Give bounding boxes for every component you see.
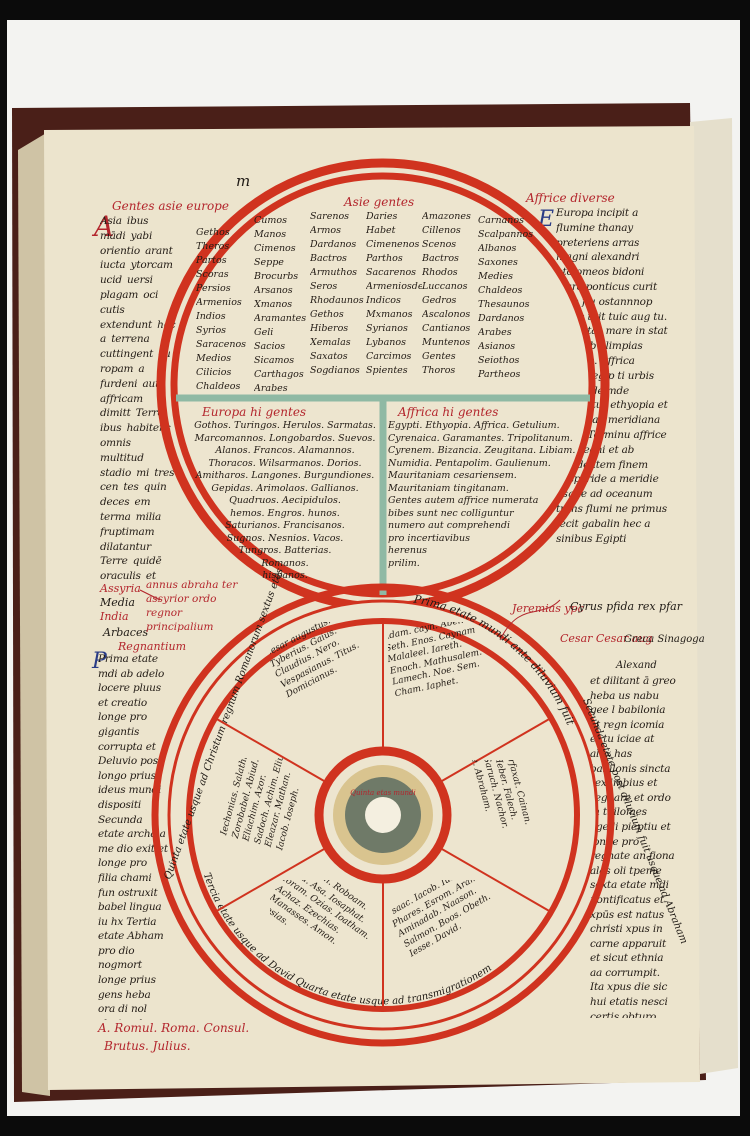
africa-line: Gentes autem affrice numerata <box>388 495 539 506</box>
right-heading: Affrice diverse <box>525 191 615 205</box>
t-o-map: Asie gentes Europa hi gentes Affrica hi … <box>156 158 610 612</box>
africa-line: Cyrenem. Bizancia. Zeugitana. Libiam. <box>388 445 576 456</box>
africa-line: Egypti. Ethyopia. Affrica. Getulium. <box>388 420 560 431</box>
asia-list-6: Carnanos Scalpannos Albanos Saxones Medi… <box>478 215 534 380</box>
map-title-africa: Affrica hi gentes <box>397 405 498 419</box>
africa-list: Egypti. Ethyopia. Affrica. Getulium. Cyr… <box>388 420 576 570</box>
left-column-text-area: Asia ibus mādi yabi orientio arant iucta… <box>100 215 176 583</box>
left-heading: Gentes asie europe <box>112 199 229 213</box>
wheel-sector-5: Iechonias. Salathiel. Zorobabel. Abiud. … <box>219 758 302 852</box>
left-bottom-line-1: A. Romul. Roma. Consul. <box>97 1021 249 1035</box>
right-rubric-alexand: Alexand <box>615 660 657 671</box>
asia-list-4-area: Daries Habet Cimenenos Parthos Sacarenos… <box>366 211 422 376</box>
asia-list-6-area: Carnanos Scalpannos Albanos Saxones Medi… <box>478 215 534 380</box>
left-bottom-line-2: Brutus. Julius. <box>103 1039 191 1053</box>
left-column-body: Asia ibus mādi yabi orientio arant iucta… <box>100 215 176 583</box>
asia-list-3-area: Sarenos Armos Dardanos Bactros Armuthos … <box>310 211 364 376</box>
left-rubric-india: India <box>99 610 129 623</box>
folio-number: m <box>236 172 250 190</box>
left-rubric-assyria: Assyria <box>99 582 141 595</box>
europa-line: hispanos. <box>262 570 308 581</box>
africa-line: numero aut comprehendi <box>388 520 511 531</box>
europa-line: Sugnos. Nesnios. Vacos. <box>226 532 344 544</box>
medallion-text: Quinta etas mundi <box>350 789 416 797</box>
europa-line: Thoracos. Wilsarmanos. Dorios. <box>208 457 362 469</box>
left-page-edge <box>18 132 50 1096</box>
left-initial-p: P <box>91 649 108 674</box>
right-rubric-cesar: Cesar Cesar aug <box>560 632 652 645</box>
wheel-sector-1: Adam. cayn. Abel. Seth. Enos. Caynam Mal… <box>388 622 483 699</box>
asia-list-2: Cumos Manos Cimenos Seppe Brocurbs Arsan… <box>254 215 307 394</box>
left-initial-a: A <box>91 210 114 243</box>
wheel-sector-4: Salomon. Roboam. Abia. Asa. Iosaphat. Io… <box>270 880 372 947</box>
europa-list: Gothos. Turingos. Herulos. Sarmatas. Mar… <box>190 420 380 583</box>
right-page-edge <box>690 118 738 1074</box>
left-tempora-area: annus abraha ter assyrior ordo regnor pr… <box>146 579 238 633</box>
medallion-center <box>365 797 401 833</box>
africa-line: pro incertiavibus <box>388 532 471 544</box>
africa-line: Mauritaniam tingitanam. <box>388 482 509 494</box>
europa-line: Gepidas. Arimolaos. Gallianos. <box>211 482 359 494</box>
sector-1-area: Adam. cayn. Abel. Seth. Enos. Caynam Mal… <box>388 622 483 699</box>
map-title-asia: Asie gentes <box>343 195 414 209</box>
asia-list-4: Daries Habet Cimenenos Parthos Sacarenos… <box>366 211 422 376</box>
sector-4-area: Salomon. Roboam. Abia. Asa. Iosaphat. Io… <box>270 880 372 947</box>
africa-line: bibes sunt nec colliguntur <box>388 507 514 519</box>
europa-line: Marcomannos. Longobardos. Suevos. <box>194 432 376 444</box>
sector-6-area: Cesar augustus. Tyberius. Gaius. Claudiu… <box>270 622 361 701</box>
rubric-flourish <box>499 599 561 641</box>
left-lower-body: Prima etate mdi ab adelo locere pluus et… <box>98 653 168 1020</box>
asia-list-3: Sarenos Armos Dardanos Bactros Armuthos … <box>310 211 364 376</box>
wheel-sector-2: Sem. Arfaxat. Cainan. Sale. Heber. Falec… <box>463 760 533 830</box>
europa-list-area: Gothos. Turingos. Herulos. Sarmatas. Mar… <box>190 420 380 583</box>
africa-line: Cyrenaica. Garamantes. Tripolitanum. <box>388 432 573 444</box>
sector-5-area: Iechonias. Salathiel. Zorobabel. Abiud. … <box>219 758 302 852</box>
asia-list-5-area: Amazones Cillenos Scenos Bactros Rhodos … <box>422 211 471 376</box>
africa-line: Numidia. Pentapolim. Gaulienum. <box>388 457 551 469</box>
europa-line: Alanos. Francos. Alamannos. <box>215 445 355 456</box>
left-rubric-media: Media <box>99 596 135 609</box>
wheel-outer-ring <box>151 583 615 1047</box>
africa-list-area: Egypti. Ethyopia. Affrica. Getulium. Cyr… <box>388 420 576 570</box>
europa-line: hemos. Engros. hunos. <box>230 507 340 519</box>
asia-list-1-area: Gethos Theros Partos Scoras Persios Arme… <box>196 227 247 396</box>
left-rubric-regnantium: Regnantium <box>117 640 186 653</box>
wheel-sector-3: Ysaac. Iacob. Iudas. Phares. Esrom. Aram… <box>392 880 493 960</box>
europa-line: Amitharos. Langones. Burgundiones. <box>195 470 375 481</box>
europa-line: Quadruos. Aecipidulos. <box>229 495 341 506</box>
asia-list-1: Gethos Theros Partos Scoras Persios Arme… <box>196 227 247 396</box>
left-rubric-arbaces: Arbaces <box>102 626 148 639</box>
asia-list-5: Amazones Cillenos Scenos Bactros Rhodos … <box>422 211 471 376</box>
right-rubric-greca: Greca Sinagoga <box>624 634 705 645</box>
map-title-europa: Europa hi gentes <box>201 405 306 419</box>
sector-3-area: Ysaac. Iacob. Iudas. Phares. Esrom. Aram… <box>392 880 493 960</box>
rubric-flourish <box>139 589 161 601</box>
europa-line: Gothos. Turingos. Herulos. Sarmatas. <box>194 420 376 431</box>
europa-line: Romanos. <box>261 557 309 569</box>
africa-line: herenus <box>388 545 428 556</box>
europa-line: Tungros. Batterias. <box>238 545 332 556</box>
africa-line: prilim. <box>388 557 420 569</box>
asia-list-2-area: Cumos Manos Cimenos Seppe Brocurbs Arsan… <box>254 215 307 394</box>
sector-2-area: Sem. Arfaxat. Cainan. Sale. Heber. Falec… <box>463 760 533 830</box>
wheel-sector-6: Cesar augustus. Tyberius. Gaius. Claudiu… <box>270 622 361 701</box>
africa-line: Mauritaniam cesariensem. <box>388 470 517 481</box>
europa-line: Saturianos. Francisanos. <box>225 520 345 531</box>
left-tempora-rubric: annus abraha ter assyrior ordo regnor pr… <box>146 579 238 633</box>
right-rubric-cyrus: Cyrus pfida rex pfar <box>570 600 683 613</box>
left-lower-text-area: Prima etate mdi ab adelo locere pluus et… <box>98 653 168 1020</box>
